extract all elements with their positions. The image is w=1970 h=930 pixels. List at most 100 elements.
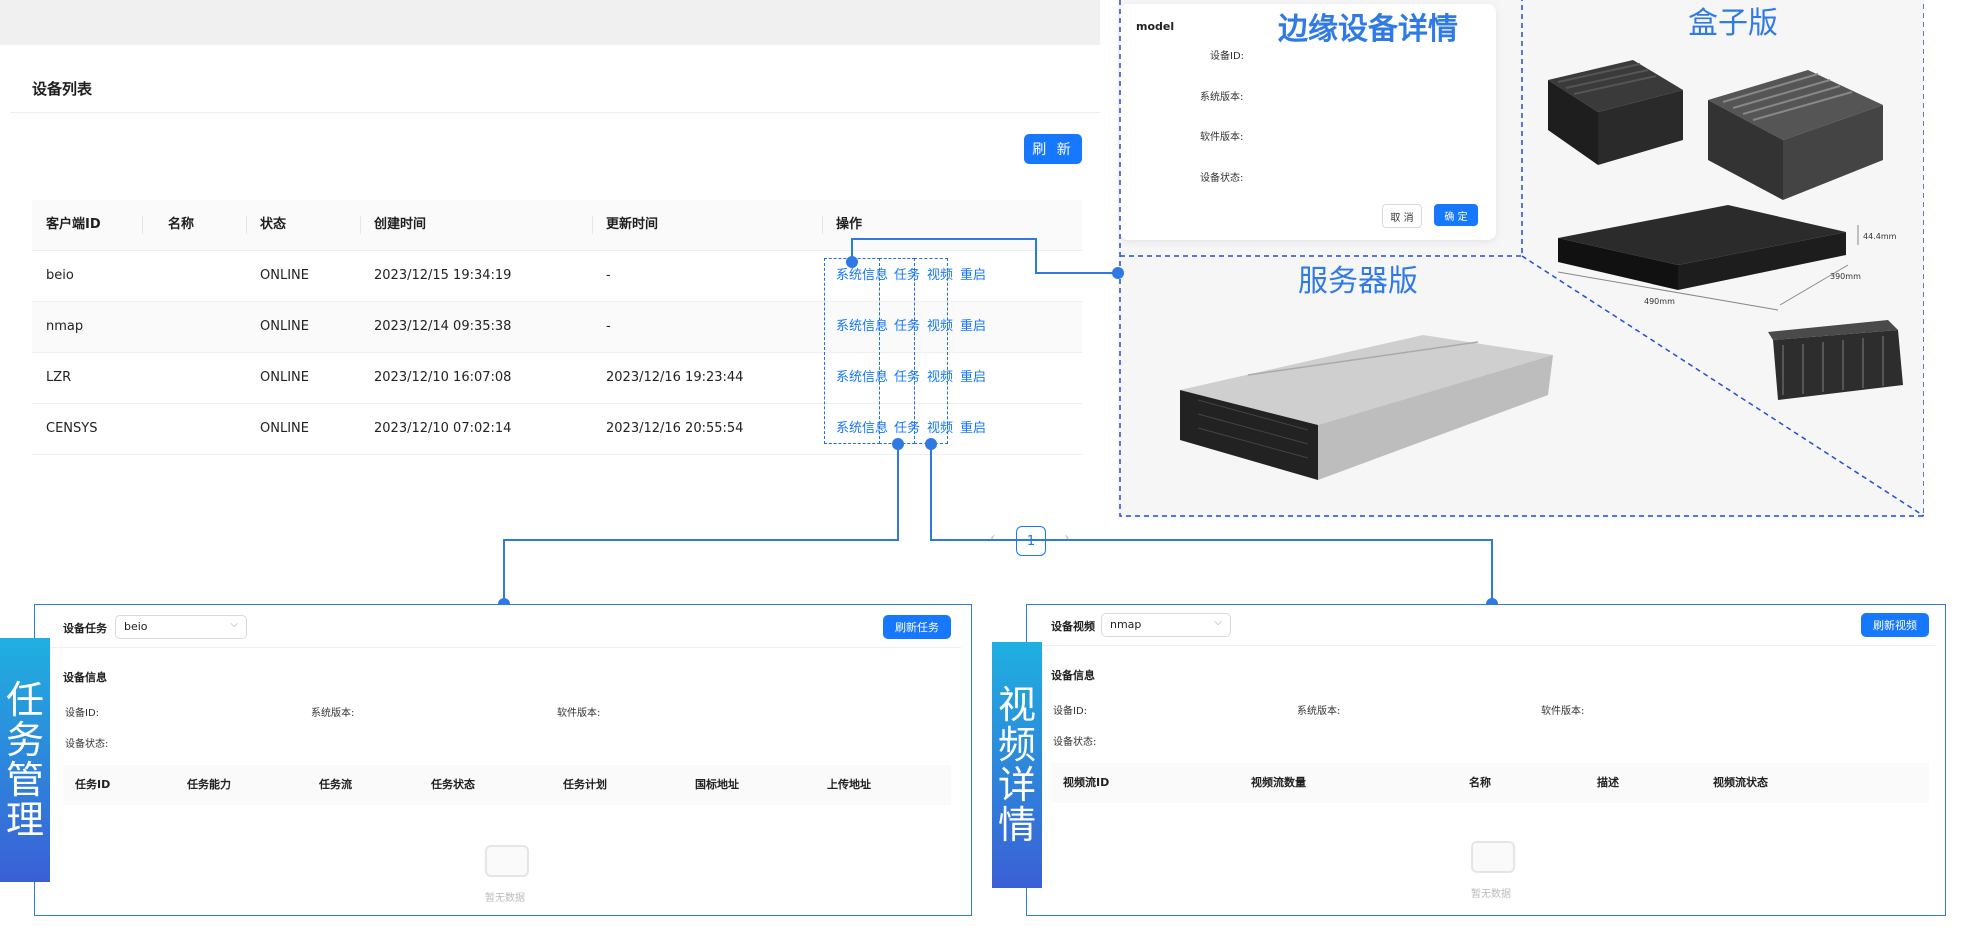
cell-client-id: nmap bbox=[46, 319, 84, 334]
video-device-select[interactable]: nmap ⌵ bbox=[1101, 613, 1231, 637]
video-select-label: 设备视频 bbox=[1051, 620, 1095, 633]
refresh-button[interactable]: 刷 新 bbox=[1024, 134, 1082, 164]
column-header-task-status: 任务状态 bbox=[431, 778, 475, 791]
edge-device-detail-heading: 边缘设备详情 bbox=[1278, 12, 1458, 47]
column-header-stream-count: 视频流数量 bbox=[1251, 776, 1306, 789]
video-field-device-status: 设备状态: bbox=[1053, 737, 1097, 748]
modal-title: model bbox=[1136, 20, 1175, 33]
action-video-link[interactable]: 视频 bbox=[927, 268, 954, 283]
box-area-diagonal bbox=[1521, 255, 1924, 517]
action-restart-link[interactable]: 重启 bbox=[960, 319, 987, 334]
divider bbox=[1037, 645, 1935, 646]
chevron-down-icon: ⌵ bbox=[230, 619, 238, 630]
modal-field-device-status: 设备状态: bbox=[1200, 173, 1244, 184]
divider bbox=[10, 112, 1100, 113]
column-header-created: 创建时间 bbox=[374, 217, 427, 232]
cell-created: 2023/12/15 19:34:19 bbox=[374, 268, 512, 283]
cell-client-id: LZR bbox=[46, 370, 72, 385]
modal-field-device-id: 设备ID: bbox=[1210, 51, 1245, 62]
cell-status: ONLINE bbox=[260, 370, 309, 385]
task-empty-text: 暂无数据 bbox=[485, 893, 525, 904]
modal-cancel-button[interactable]: 取 消 bbox=[1382, 204, 1422, 228]
table-row: LZR ONLINE 2023/12/10 16:07:08 2023/12/1… bbox=[32, 353, 1082, 404]
task-field-software-version: 软件版本: bbox=[557, 708, 601, 719]
rack-server-1u-icon bbox=[1557, 205, 1859, 311]
video-table-header: 视频流ID 视频流数量 名称 描述 视频流状态 bbox=[1051, 763, 1929, 803]
action-restart-link[interactable]: 重启 bbox=[960, 421, 987, 436]
action-task-link[interactable]: 任务 bbox=[894, 319, 921, 334]
modal-field-software-version: 软件版本: bbox=[1200, 132, 1244, 143]
mini-box-1-icon bbox=[1548, 60, 1683, 165]
empty-inbox-icon bbox=[485, 845, 529, 877]
column-header-actions: 操作 bbox=[836, 217, 863, 232]
task-table-header: 任务ID 任务能力 任务流 任务状态 任务计划 国标地址 上传地址 bbox=[63, 765, 951, 805]
pagination-prev-button[interactable]: ‹ bbox=[990, 530, 996, 546]
video-field-device-id: 设备ID: bbox=[1053, 706, 1088, 717]
action-system-info-link[interactable]: 系统信息 bbox=[836, 370, 889, 385]
action-task-link[interactable]: 任务 bbox=[894, 421, 921, 436]
column-header-stream-name: 名称 bbox=[1469, 776, 1491, 789]
cell-created: 2023/12/10 07:02:14 bbox=[374, 421, 512, 436]
connector-task bbox=[503, 444, 899, 604]
connector-dot bbox=[1112, 267, 1124, 279]
dimension-depth-label: 390mm bbox=[1830, 272, 1861, 281]
video-field-system-version: 系统版本: bbox=[1297, 706, 1341, 717]
device-detail-modal: model 设备ID: 系统版本: 软件版本: 设备状态: 取 消 确 定 bbox=[1120, 4, 1496, 240]
modal-ok-button[interactable]: 确 定 bbox=[1434, 204, 1478, 226]
connector-dot bbox=[892, 438, 904, 450]
column-header-client-id: 客户端ID bbox=[46, 217, 101, 232]
column-header-description: 描述 bbox=[1597, 776, 1619, 789]
action-video-link[interactable]: 视频 bbox=[927, 319, 954, 334]
action-restart-link[interactable]: 重启 bbox=[960, 268, 987, 283]
cell-client-id: beio bbox=[46, 268, 74, 283]
edge-devices-illustration: 44.4mm 390mm 490mm bbox=[1119, 0, 1924, 517]
refresh-task-button[interactable]: 刷新任务 bbox=[883, 615, 951, 639]
video-info-title: 设备信息 bbox=[1051, 669, 1095, 682]
task-device-select[interactable]: beio ⌵ bbox=[115, 615, 247, 639]
action-task-link[interactable]: 任务 bbox=[894, 370, 921, 385]
pagination-next-button[interactable]: › bbox=[1064, 530, 1070, 546]
task-select-label: 设备任务 bbox=[63, 622, 107, 635]
task-field-device-status: 设备状态: bbox=[65, 739, 109, 750]
cell-updated: - bbox=[606, 268, 611, 283]
server-version-heading: 服务器版 bbox=[1298, 264, 1418, 299]
cell-updated: - bbox=[606, 319, 611, 334]
cell-updated: 2023/12/16 20:55:54 bbox=[606, 421, 744, 436]
chevron-down-icon: ⌵ bbox=[1214, 617, 1222, 628]
action-system-info-link[interactable]: 系统信息 bbox=[836, 268, 889, 283]
task-management-side-label: 任务管理 bbox=[0, 638, 50, 882]
action-system-info-link[interactable]: 系统信息 bbox=[836, 421, 889, 436]
refresh-video-button[interactable]: 刷新视频 bbox=[1861, 613, 1929, 637]
column-separator bbox=[822, 216, 823, 234]
column-header-task-plan: 任务计划 bbox=[563, 778, 607, 791]
video-empty-text: 暂无数据 bbox=[1471, 889, 1511, 900]
action-video-link[interactable]: 视频 bbox=[927, 421, 954, 436]
task-management-panel: 设备任务 beio ⌵ 刷新任务 设备信息 设备ID: 系统版本: 软件版本: … bbox=[34, 604, 972, 916]
cell-status: ONLINE bbox=[260, 319, 309, 334]
table-row: nmap ONLINE 2023/12/14 09:35:38 - 系统信息 任… bbox=[32, 302, 1082, 353]
task-device-select-value: beio bbox=[124, 620, 148, 633]
action-task-link[interactable]: 任务 bbox=[894, 268, 921, 283]
cell-status: ONLINE bbox=[260, 268, 309, 283]
column-header-gb-address: 国标地址 bbox=[695, 778, 739, 791]
column-separator bbox=[360, 216, 361, 234]
action-restart-link[interactable]: 重启 bbox=[960, 370, 987, 385]
column-separator bbox=[592, 216, 593, 234]
box-version-heading: 盒子版 bbox=[1688, 6, 1778, 41]
device-list-title: 设备列表 bbox=[32, 80, 93, 98]
action-system-info-link[interactable]: 系统信息 bbox=[836, 319, 889, 334]
table-row: beio ONLINE 2023/12/15 19:34:19 - 系统信息 任… bbox=[32, 251, 1082, 302]
column-separator bbox=[246, 216, 247, 234]
column-header-task-id: 任务ID bbox=[75, 778, 111, 791]
divider bbox=[45, 647, 961, 648]
connector-system-info bbox=[851, 238, 1118, 274]
table-row: CENSYS ONLINE 2023/12/10 07:02:14 2023/1… bbox=[32, 404, 1082, 455]
dimension-width-label: 490mm bbox=[1644, 297, 1675, 306]
action-video-link[interactable]: 视频 bbox=[927, 370, 954, 385]
column-header-upload-address: 上传地址 bbox=[827, 778, 871, 791]
mini-box-3-icon bbox=[1768, 320, 1903, 400]
video-device-select-value: nmap bbox=[1110, 618, 1142, 631]
video-detail-side-label: 视频详情 bbox=[992, 642, 1042, 888]
page-background-band bbox=[0, 0, 1100, 45]
video-detail-panel: 设备视频 nmap ⌵ 刷新视频 设备信息 设备ID: 系统版本: 软件版本: … bbox=[1026, 604, 1946, 916]
